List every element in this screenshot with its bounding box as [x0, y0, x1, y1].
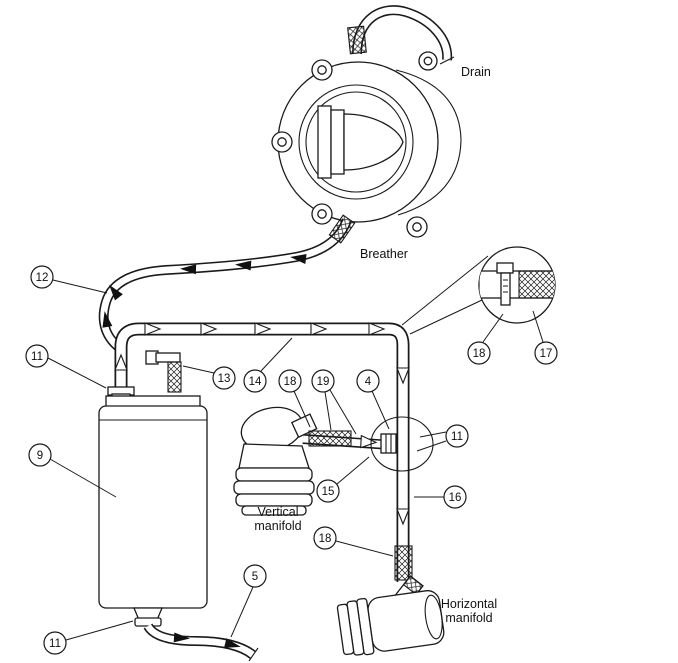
- drain-hose: [347, 5, 455, 65]
- svg-text:19: 19: [317, 376, 330, 388]
- callout-11-canister-outlet: 11: [43, 631, 67, 655]
- callout-4: 4: [356, 369, 380, 393]
- vertical-manifold: [233, 406, 318, 516]
- callout-14: 14: [243, 369, 267, 393]
- callout-9: 9: [28, 443, 52, 467]
- pump-inner-bracket: [317, 105, 332, 179]
- canister: [98, 395, 208, 627]
- canister-outlet-nut: [134, 617, 162, 627]
- svg-text:18: 18: [284, 376, 297, 388]
- breather-hose: [98, 214, 356, 354]
- tee-highlight-ring: [370, 416, 434, 472]
- svg-text:11: 11: [49, 638, 61, 650]
- svg-text:11: 11: [451, 431, 463, 443]
- callout-5: 5: [243, 564, 267, 588]
- svg-text:Vertical: Vertical: [258, 505, 299, 519]
- horizontal-manifold: [336, 575, 445, 656]
- supply-hose-clamp: [308, 430, 352, 447]
- svg-text:17: 17: [540, 348, 553, 360]
- svg-text:18: 18: [319, 533, 332, 545]
- callout-15: 15: [316, 479, 340, 503]
- callout-leaders: [47, 279, 544, 641]
- callout-17: 17: [534, 341, 558, 365]
- callout-18-lower-clamp: 18: [313, 526, 337, 550]
- canister-top-fitting: [145, 350, 182, 393]
- callout-16: 16: [443, 485, 467, 509]
- callout-13: 13: [212, 366, 236, 390]
- vertical-manifold-label: Vertical manifold: [254, 505, 301, 533]
- svg-text:Horizontal: Horizontal: [441, 597, 497, 611]
- horizontal-manifold-label: Horizontal manifold: [441, 597, 497, 625]
- svg-text:15: 15: [322, 486, 335, 498]
- svg-text:9: 9: [37, 450, 43, 462]
- detail-inset: [401, 246, 556, 335]
- svg-text:18: 18: [473, 348, 486, 360]
- callout-19: 19: [311, 369, 335, 393]
- drain-label: Drain: [461, 65, 491, 79]
- svg-text:16: 16: [449, 492, 462, 504]
- svg-text:5: 5: [252, 571, 258, 583]
- manifold-supply-hose: [302, 430, 393, 450]
- tee-fitting: [380, 433, 397, 454]
- svg-text:12: 12: [36, 272, 49, 284]
- inset-clamp-bolt: [496, 262, 514, 274]
- pipe-clamp-lower: [394, 545, 413, 581]
- callout-11-canister-inlet: 11: [25, 344, 49, 368]
- breather-hose-clamp: [328, 214, 356, 244]
- callout-18-inset: 18: [467, 341, 491, 365]
- vapor-flow-arrow-icon: [114, 322, 410, 526]
- svg-text:13: 13: [218, 373, 231, 385]
- drain-hose-clamp: [347, 25, 367, 55]
- breather-label: Breather: [360, 247, 408, 261]
- svg-text:manifold: manifold: [445, 611, 492, 625]
- svg-text:4: 4: [365, 376, 372, 388]
- svg-text:14: 14: [249, 376, 262, 388]
- breather-pump: [271, 51, 462, 238]
- callout-18-manifold-hose: 18: [278, 369, 302, 393]
- callout-12: 12: [30, 265, 54, 289]
- pump-cone: [343, 113, 404, 171]
- callout-11-tee: 11: [445, 424, 469, 448]
- canister-drain-hose: [143, 623, 259, 662]
- svg-text:manifold: manifold: [254, 519, 301, 533]
- svg-text:11: 11: [31, 351, 43, 363]
- flow-arrow-icon: [102, 254, 307, 328]
- pump-bolt-ear: [271, 51, 438, 238]
